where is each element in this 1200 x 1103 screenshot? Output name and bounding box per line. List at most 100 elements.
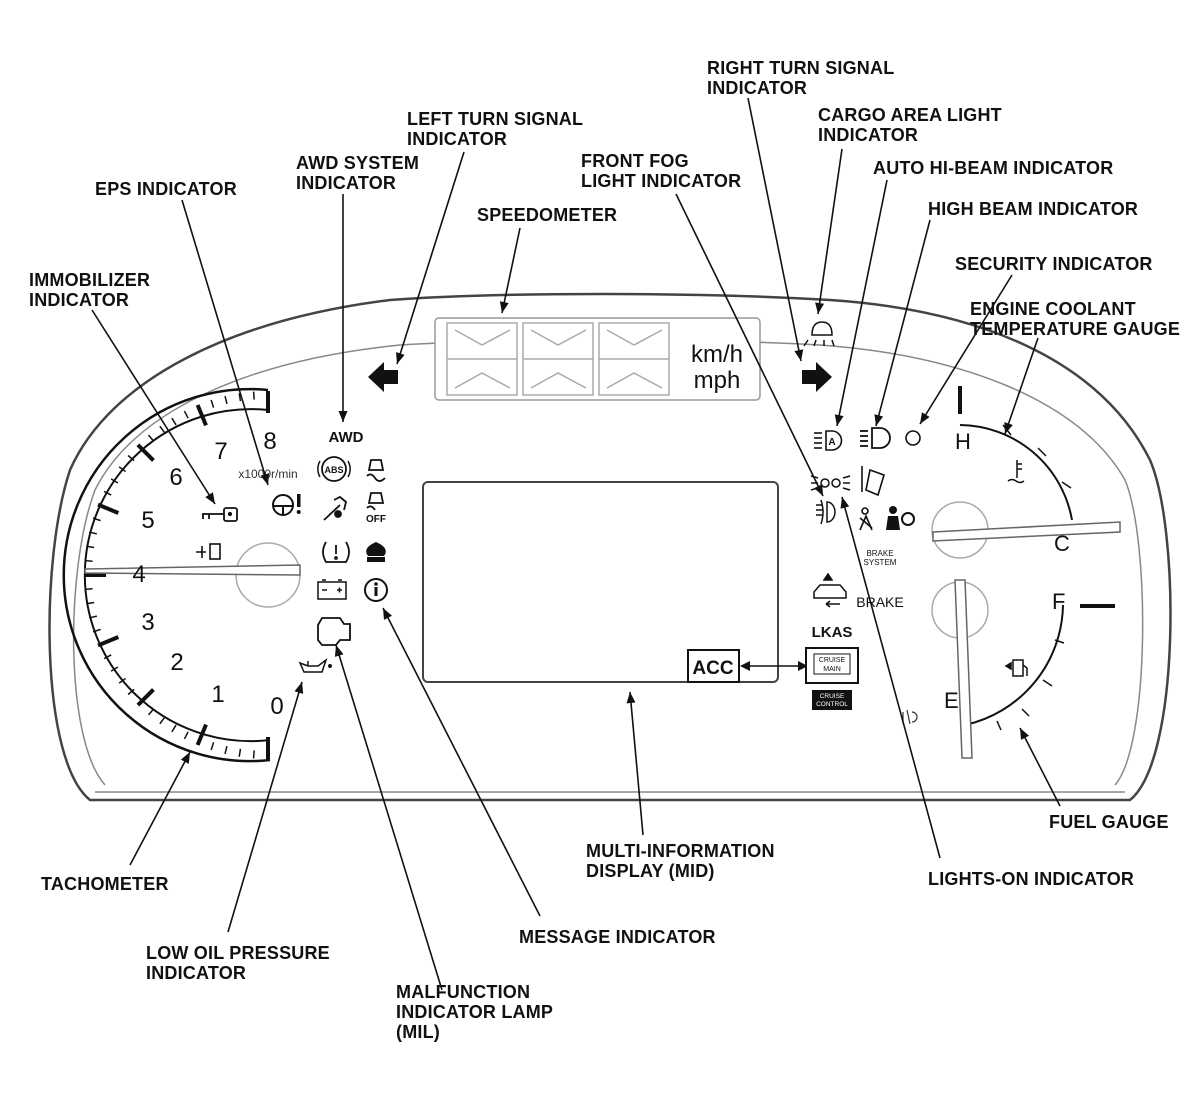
seatbelt-icon [859,507,873,531]
tach-major-tick [97,635,120,648]
lights-on-label: LIGHTS-ON INDICATOR [928,869,1135,889]
tach-number-4: 4 [132,561,145,588]
cruise-control-line2: CONTROL [816,701,848,708]
speedometer-digits [446,322,670,396]
speed-unit-mph: mph [694,367,741,394]
leader-arrowhead [334,645,344,657]
security-label: SECURITY INDICATOR [955,254,1153,274]
cruise-control-box [812,690,852,710]
door-open-icon [861,466,885,497]
skid-icon [366,459,386,482]
tach-minor-tick [103,654,112,660]
brake-text: BRAKE [856,594,903,610]
tachometer-ticks [84,391,270,759]
fuel-pump-icon [1004,659,1028,677]
tach-number-1: 1 [211,681,224,708]
leader-arrowhead [920,412,930,424]
tach-minor-tick [88,531,98,535]
leader-arrowhead [840,497,850,509]
front-fog-icon [816,499,836,525]
fuel-gauge-label: FUEL GAUGE [1049,812,1169,832]
lkas-text: LKAS [812,624,853,641]
tpms-icon [322,541,350,563]
tachometer-needle [84,564,301,576]
airbag-icon [886,506,915,530]
tach-minor-tick [252,391,255,400]
speedometer-label: SPEEDOMETER [477,205,618,225]
cruise-control-line1: CRUISE [820,693,845,700]
vsa-icon [366,542,386,562]
tach-number-7: 7 [214,438,227,465]
tach-minor-tick [171,417,177,426]
svg-text:ABS: ABS [324,465,343,475]
leader-arrowhead [874,414,884,426]
multi-information-display [422,481,779,683]
tach-minor-tick [252,750,255,759]
tach-minor-tick [147,434,155,442]
tach-minor-tick [238,393,242,402]
coolant-icon [1007,460,1025,484]
tach-minor-tick [171,724,177,733]
leader-arrowhead [1004,422,1013,434]
tach-minor-tick [159,425,166,434]
leader-arrowheads [180,301,1030,764]
leader-arrowhead [499,301,509,313]
tach-minor-tick [224,395,228,405]
tach-minor-tick [103,490,112,496]
tach-number-3: 3 [141,609,154,636]
cargo-light-icon [803,321,835,347]
leader-arrowhead [338,411,348,422]
hill-assist-icon [323,495,348,521]
leader-arrowhead [814,484,823,496]
cruise-control-icon-small [902,709,918,725]
high-beam-icon [860,427,891,449]
smart-entry-icon [196,543,221,560]
auto-hi-beam-icon: A [814,430,843,451]
tach-number-0: 0 [270,693,283,720]
tach-minor-tick [183,410,189,419]
leader-lines [91,97,1061,991]
abs-icon: ABS [317,456,351,482]
tach-minor-tick [127,454,135,462]
tachometer-gauge [62,387,301,763]
leader-arrowhead [260,473,270,485]
temp-hot-label: H [955,429,971,454]
tach-minor-tick [210,742,215,751]
cruise-main-line2: MAIN [823,666,841,673]
leader-arrowhead [294,682,304,694]
temperature-needle [932,521,1121,542]
mil-engine-icon [317,617,351,646]
tach-major-tick [136,443,155,462]
collision-warning-icon [813,572,847,608]
eps-label: EPS INDICATOR [95,179,237,199]
tach-minor-tick [86,601,95,605]
leader-arrowhead [815,302,825,314]
svg-text:A: A [828,437,835,448]
acc-box [687,649,740,683]
skid-off-icon [366,492,385,511]
tach-minor-tick [88,615,98,619]
tach-minor-tick [84,559,93,562]
tach-major-tick [136,688,155,707]
tach-minor-tick [84,588,93,591]
tach-minor-tick [224,745,228,755]
cruise-main-line1: CRUISE [819,657,846,664]
leader-arrowhead [794,349,804,361]
tach-minor-tick [110,478,119,484]
auto-hi-beam-label: AUTO HI-BEAM INDICATOR [873,158,1114,178]
leader-arrowhead [626,692,636,704]
tach-minor-tick [238,748,242,757]
leader-arrowhead [396,352,405,364]
tachometer-label: TACHOMETER [41,874,169,894]
lights-on-icon [810,475,851,491]
tach-minor-tick [118,677,127,684]
oil-can-icon [298,657,332,673]
battery-icon [317,579,347,600]
leader-arrowhead [205,492,215,504]
tach-minor-tick [86,545,95,549]
